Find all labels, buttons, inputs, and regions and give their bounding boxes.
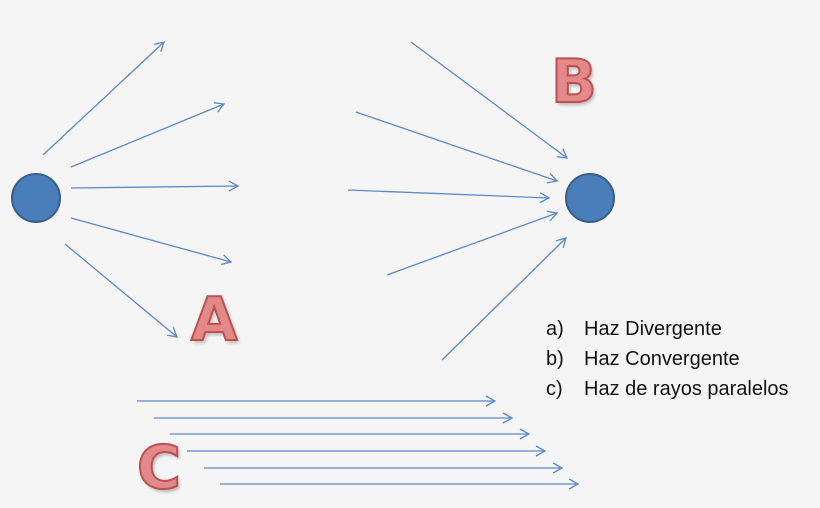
- divergent-beam: [11, 41, 240, 338]
- ray-arrow: [42, 41, 165, 156]
- parallel-beam: [137, 395, 580, 490]
- ray-arrow: [70, 217, 233, 266]
- ray-arrow: [410, 41, 569, 159]
- convergent-beam: [347, 41, 615, 361]
- ray-arrow: [347, 189, 551, 204]
- legend-marker: c): [546, 378, 563, 400]
- ray-arrow: [64, 243, 179, 338]
- legend-text: Haz de rayos paralelos: [584, 378, 789, 400]
- ray-arrow: [70, 102, 226, 168]
- point-source-circle: [11, 173, 61, 223]
- legend: a) Haz Divergente b) Haz Convergente c) …: [546, 314, 789, 404]
- label-divergent-a: A: [190, 285, 238, 355]
- ray-arrow: [355, 111, 559, 184]
- legend-marker: b): [546, 348, 564, 370]
- legend-item-parallel: c) Haz de rayos paralelos: [546, 374, 789, 404]
- legend-text: Haz Convergente: [584, 348, 740, 370]
- legend-item-divergent: a) Haz Divergente: [546, 314, 789, 344]
- ray-arrow: [70, 180, 240, 192]
- label-parallel-c: C: [136, 433, 182, 503]
- legend-marker: a): [546, 318, 564, 340]
- label-convergent-b: B: [550, 47, 598, 117]
- legend-text: Haz Divergente: [584, 318, 722, 340]
- point-source-circle: [565, 173, 615, 223]
- ray-arrow: [386, 210, 559, 276]
- ray-arrow: [441, 237, 567, 361]
- legend-item-convergent: b) Haz Convergente: [546, 344, 789, 374]
